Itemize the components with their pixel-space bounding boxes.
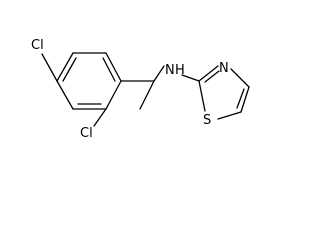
atom-labels: Cl Cl N H N S	[31, 38, 229, 140]
bond-n3-c4t	[230, 68, 250, 88]
bond-c1-c2	[105, 80, 122, 110]
atom-thiazole-s: S	[203, 113, 211, 128]
atom-cl-top: Cl	[31, 38, 44, 53]
bond-c4t-c5t	[240, 86, 250, 113]
bond-ch-methyl	[139, 80, 155, 110]
bond-c2t-n3-inner	[204, 70, 220, 83]
bond-c4-c5-inner	[62, 57, 77, 82]
bond-c3-c4	[56, 80, 74, 110]
bond-c4-cl	[41, 53, 58, 82]
bond-c2-cl	[93, 108, 107, 127]
bond-s-c2t	[198, 80, 206, 112]
bond-c5t-s	[217, 111, 242, 120]
bonds	[41, 52, 250, 127]
bond-c4-c5	[56, 52, 74, 82]
bond-c2t-n3	[198, 65, 219, 82]
atom-amine-n: N	[165, 63, 175, 78]
atom-thiazole-n: N	[219, 61, 229, 76]
bond-nh-thiazole	[181, 74, 200, 82]
bond-ch-nh	[153, 65, 165, 82]
chemical-structure: Cl Cl N H N S	[31, 38, 250, 140]
atom-cl-bottom: Cl	[80, 126, 93, 140]
bond-c6-c1	[105, 52, 122, 82]
atom-amine-h: H	[175, 63, 185, 78]
bond-c6-c1-inner	[102, 57, 116, 82]
bond-c4t-c5t-inner	[236, 88, 245, 109]
